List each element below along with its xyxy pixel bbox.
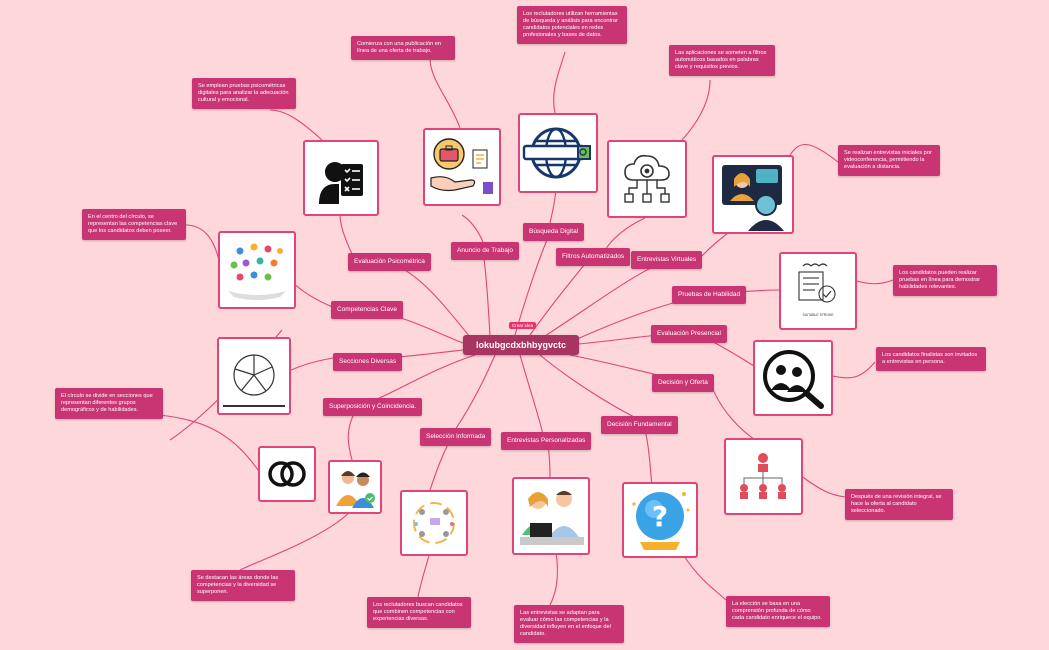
central-topic[interactable]: lokubgcdxbhbygvctc	[463, 335, 579, 355]
note-publicacion[interactable]: Comienza con una publicación en línea de…	[351, 36, 455, 60]
note-centro-circulo[interactable]: En el centro del círculo, se representan…	[82, 209, 186, 240]
note-filtros[interactable]: Las aplicaciones se someten a filtros au…	[669, 45, 775, 76]
diverse-team-icon	[400, 490, 468, 556]
globe-search-icon	[518, 113, 598, 193]
topic-entrevistas-personalizadas[interactable]: Entrevistas Personalizadas	[501, 432, 592, 450]
topic-decision-fundamental[interactable]: Decisión Fundamental	[601, 416, 678, 434]
topic-filtros-automatizados[interactable]: Filtros Automatizados	[556, 248, 631, 266]
skill-test-icon: SUITABLE STROKE	[779, 252, 857, 330]
diverse-colleagues-icon	[328, 460, 382, 514]
topic-decision-oferta[interactable]: Decisión y Oferta	[652, 374, 714, 392]
pie-sections-icon	[217, 337, 291, 415]
note-adaptan[interactable]: Las entrevistas se adaptan para evaluar …	[514, 605, 624, 643]
note-destacan[interactable]: Se destacan las áreas donde las competen…	[191, 570, 295, 601]
note-eleccion[interactable]: La elección se basa en una comprensión p…	[726, 596, 830, 627]
checklist-person-icon	[303, 140, 379, 216]
topic-superposicion[interactable]: Superposición y Coincidencia.	[323, 398, 423, 416]
job-offer-hand-icon	[423, 128, 501, 206]
note-combinen[interactable]: Los reclutadores buscan candidatos que c…	[367, 597, 471, 628]
topic-secciones-diversas[interactable]: Secciones Diversas	[333, 353, 403, 371]
note-finalistas[interactable]: Los candidatos finalistas son invitados …	[876, 347, 986, 371]
note-oferta[interactable]: Después de una revisión integral, se hac…	[845, 489, 953, 520]
svg-text:?: ?	[652, 500, 668, 533]
skill-test-caption: SUITABLE STROKE	[802, 313, 834, 317]
teamwork-icon	[218, 231, 296, 309]
video-interview-icon	[712, 155, 794, 234]
topic-pruebas-habilidad[interactable]: Pruebas de Habilidad	[672, 286, 747, 304]
cloud-filter-icon	[607, 140, 687, 218]
topic-seleccion-informada[interactable]: Selección Informada	[420, 428, 492, 446]
org-chart-icon	[724, 438, 803, 515]
note-circulo-secciones[interactable]: El círculo se divide en secciones que re…	[55, 388, 163, 419]
topic-competencias-clave[interactable]: Competencias Clave	[331, 301, 403, 319]
note-reclutadores-busqueda[interactable]: Los reclutadores utilizan herramientas d…	[517, 6, 627, 44]
venn-icon	[258, 446, 316, 502]
create-idea-badge[interactable]: Crear idea	[509, 322, 537, 329]
note-pruebas-linea[interactable]: Los candidatos pueden realizar pruebas e…	[893, 265, 997, 296]
note-videoconferencia[interactable]: Se realizan entrevistas iniciales por vi…	[838, 145, 940, 176]
topic-evaluacion-presencial[interactable]: Evaluación Presencial	[651, 325, 727, 343]
topic-evaluacion-psicometrica[interactable]: Evaluación Psicométrica	[348, 253, 431, 271]
crystal-ball-icon: ?	[622, 482, 698, 558]
topic-anuncio-trabajo[interactable]: Anuncio de Trabajo	[451, 242, 520, 260]
topic-busqueda-digital[interactable]: Búsqueda Digital	[523, 223, 585, 241]
topic-entrevistas-virtuales[interactable]: Entrevistas Virtuales	[631, 251, 703, 269]
note-psicometricas[interactable]: Se emplean pruebas psicométricas digital…	[192, 78, 296, 109]
interview-search-icon	[753, 340, 833, 416]
interview-people-icon	[512, 477, 590, 555]
